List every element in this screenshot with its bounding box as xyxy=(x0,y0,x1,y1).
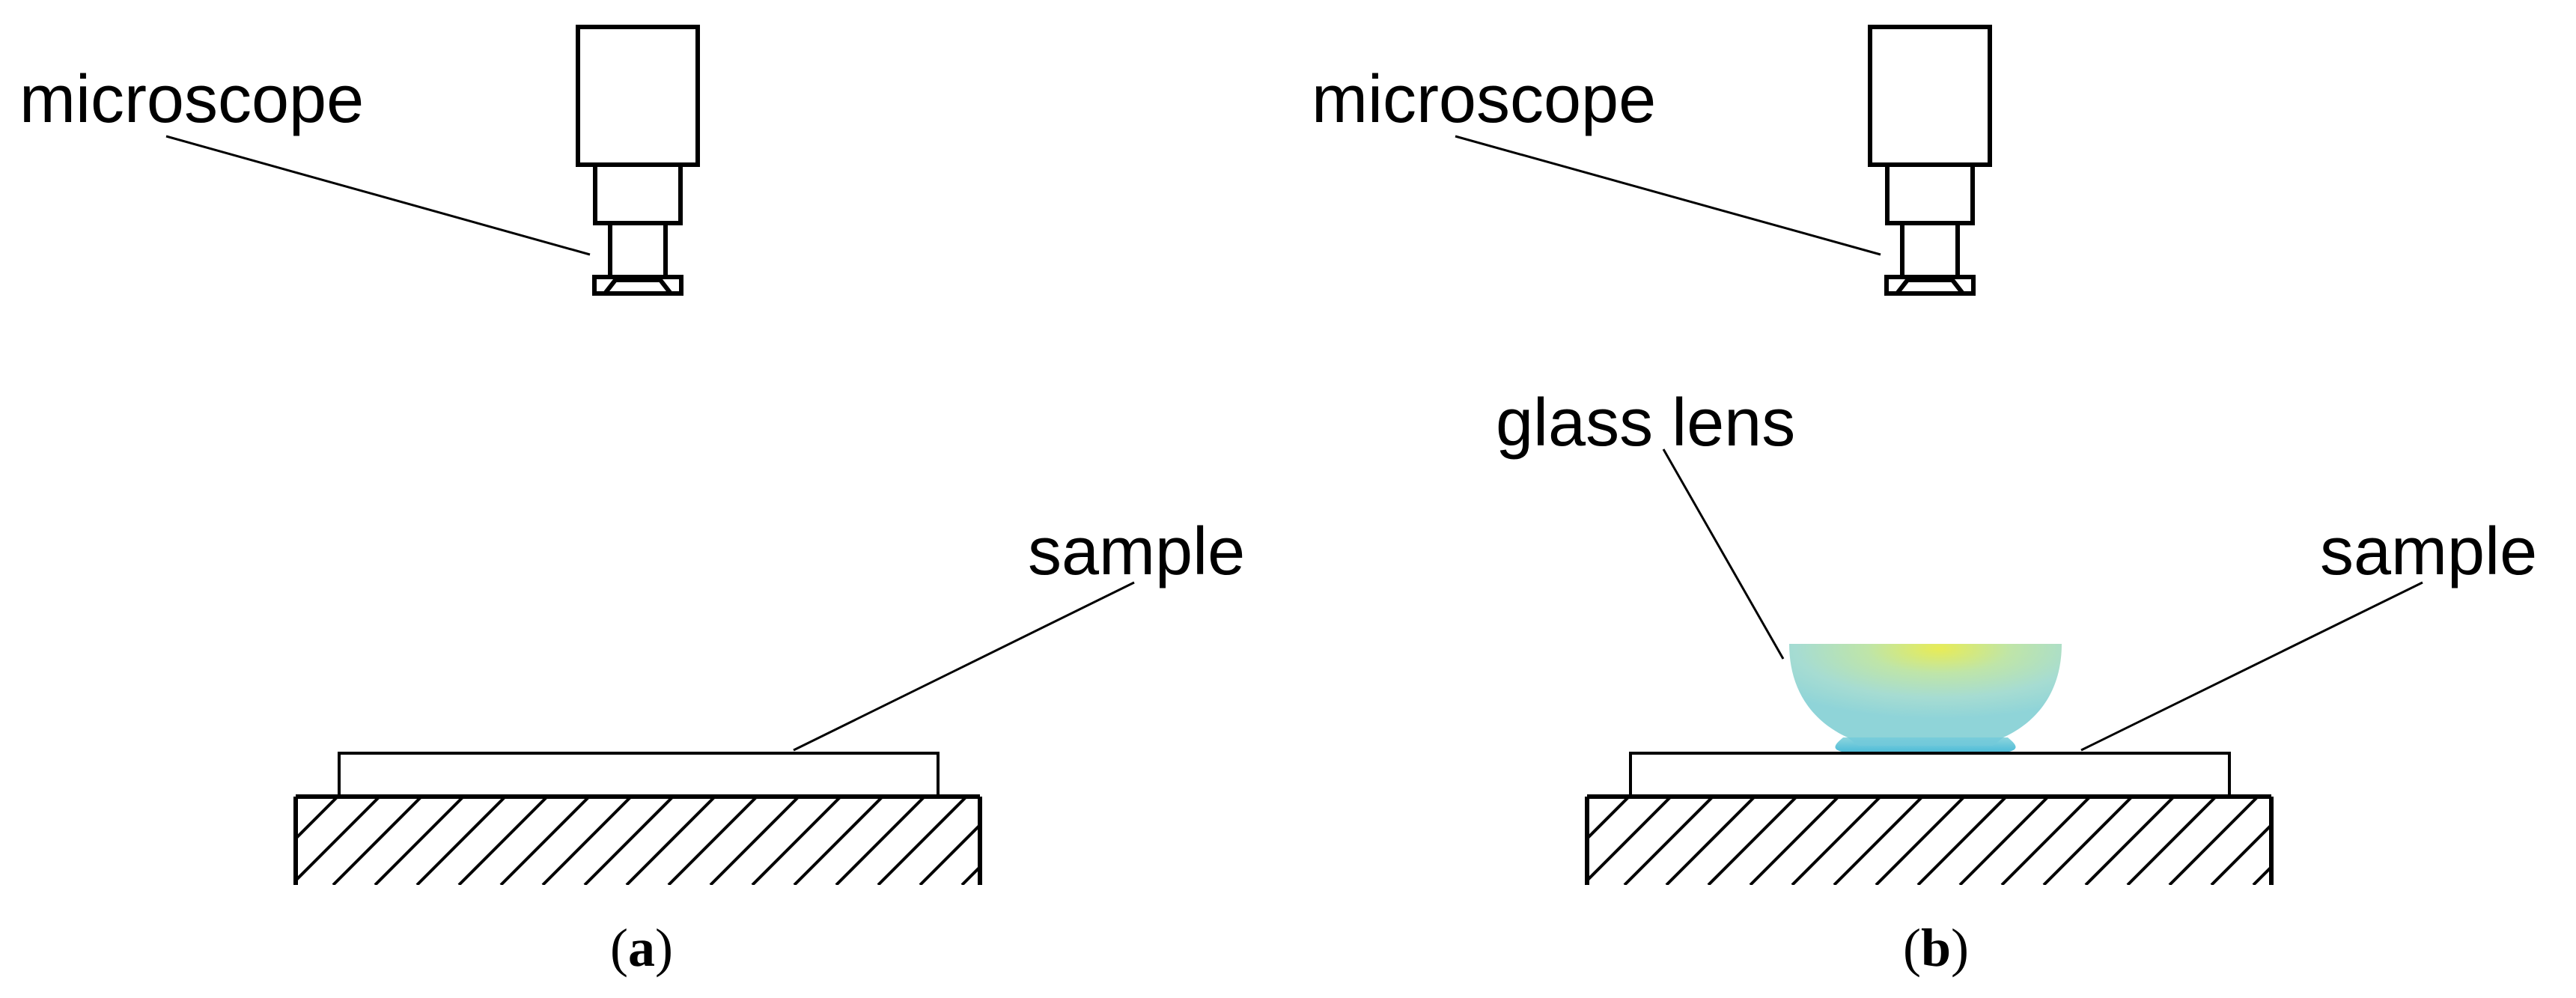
microscope-label-b: microscope xyxy=(1312,62,1657,137)
hatch-line xyxy=(415,797,507,885)
hatch-line xyxy=(625,797,716,885)
hatch-line xyxy=(2084,797,2175,885)
hatch-line xyxy=(1587,797,1672,883)
hatch-line xyxy=(709,797,800,885)
microscope-label-a: microscope xyxy=(19,62,365,137)
hatch-line xyxy=(1587,797,1589,799)
hatch-line xyxy=(793,797,884,885)
hatch-line xyxy=(960,865,980,885)
hatch-line xyxy=(296,797,339,841)
hatch-line xyxy=(1749,797,1840,885)
microscope-leader-a xyxy=(165,135,591,256)
hatch-line xyxy=(1587,797,1630,841)
glass-lens-label: glass lens xyxy=(1496,386,1796,460)
glass-lens xyxy=(1789,644,2062,752)
hatch-line xyxy=(1958,797,2050,885)
hatch-line xyxy=(2252,865,2271,885)
stage-base-a xyxy=(293,794,1134,885)
hatch-line xyxy=(2295,797,2384,885)
hatch-line xyxy=(1833,797,1924,885)
hatch-line xyxy=(296,797,297,799)
hatch-line xyxy=(835,797,926,885)
hatch-line xyxy=(2000,797,2092,885)
hatch-line xyxy=(1875,797,1966,885)
hatch-line xyxy=(541,797,633,885)
hatch-line xyxy=(1046,797,1134,885)
sample-b xyxy=(1629,752,2231,798)
hatch-line xyxy=(2126,797,2217,885)
hatch-line xyxy=(1791,797,1882,885)
panel-b xyxy=(1455,25,2426,885)
glass-lens-leader xyxy=(1662,448,1785,660)
hatch-line xyxy=(374,797,465,885)
hatch-line xyxy=(332,797,423,885)
hatch-line xyxy=(1623,797,1714,885)
hatch-line xyxy=(296,797,381,883)
hatch-line xyxy=(877,797,968,885)
hatch-line xyxy=(1665,797,1756,885)
caption-a: (a) xyxy=(610,918,673,978)
hatch-line xyxy=(583,797,675,885)
hatch-line xyxy=(1916,797,2008,885)
hatch-line xyxy=(2337,797,2426,885)
hatch-line xyxy=(1707,797,1798,885)
hatch-line xyxy=(919,823,980,885)
sample-label-b: sample xyxy=(2320,514,2538,589)
sample-label-a: sample xyxy=(1028,514,1246,589)
caption-b: (b) xyxy=(1903,918,1970,978)
hatch-line xyxy=(2042,797,2134,885)
hatch-line xyxy=(751,797,842,885)
hatch-line xyxy=(2210,823,2271,885)
microscope-leader-b xyxy=(1455,135,1881,256)
hatch-line xyxy=(667,797,758,885)
sample-leader-a xyxy=(793,581,1135,752)
hatch-line xyxy=(1004,797,1092,885)
hatch-line xyxy=(457,797,549,885)
hatch-line xyxy=(2168,797,2259,885)
hatch-line xyxy=(499,797,591,885)
microscope-a xyxy=(576,25,700,296)
sample-a xyxy=(338,752,940,798)
panel-a xyxy=(165,25,1135,885)
microscope-b xyxy=(1868,25,1992,296)
stage-base-b xyxy=(1585,794,2426,885)
sample-leader-b xyxy=(2080,581,2423,752)
